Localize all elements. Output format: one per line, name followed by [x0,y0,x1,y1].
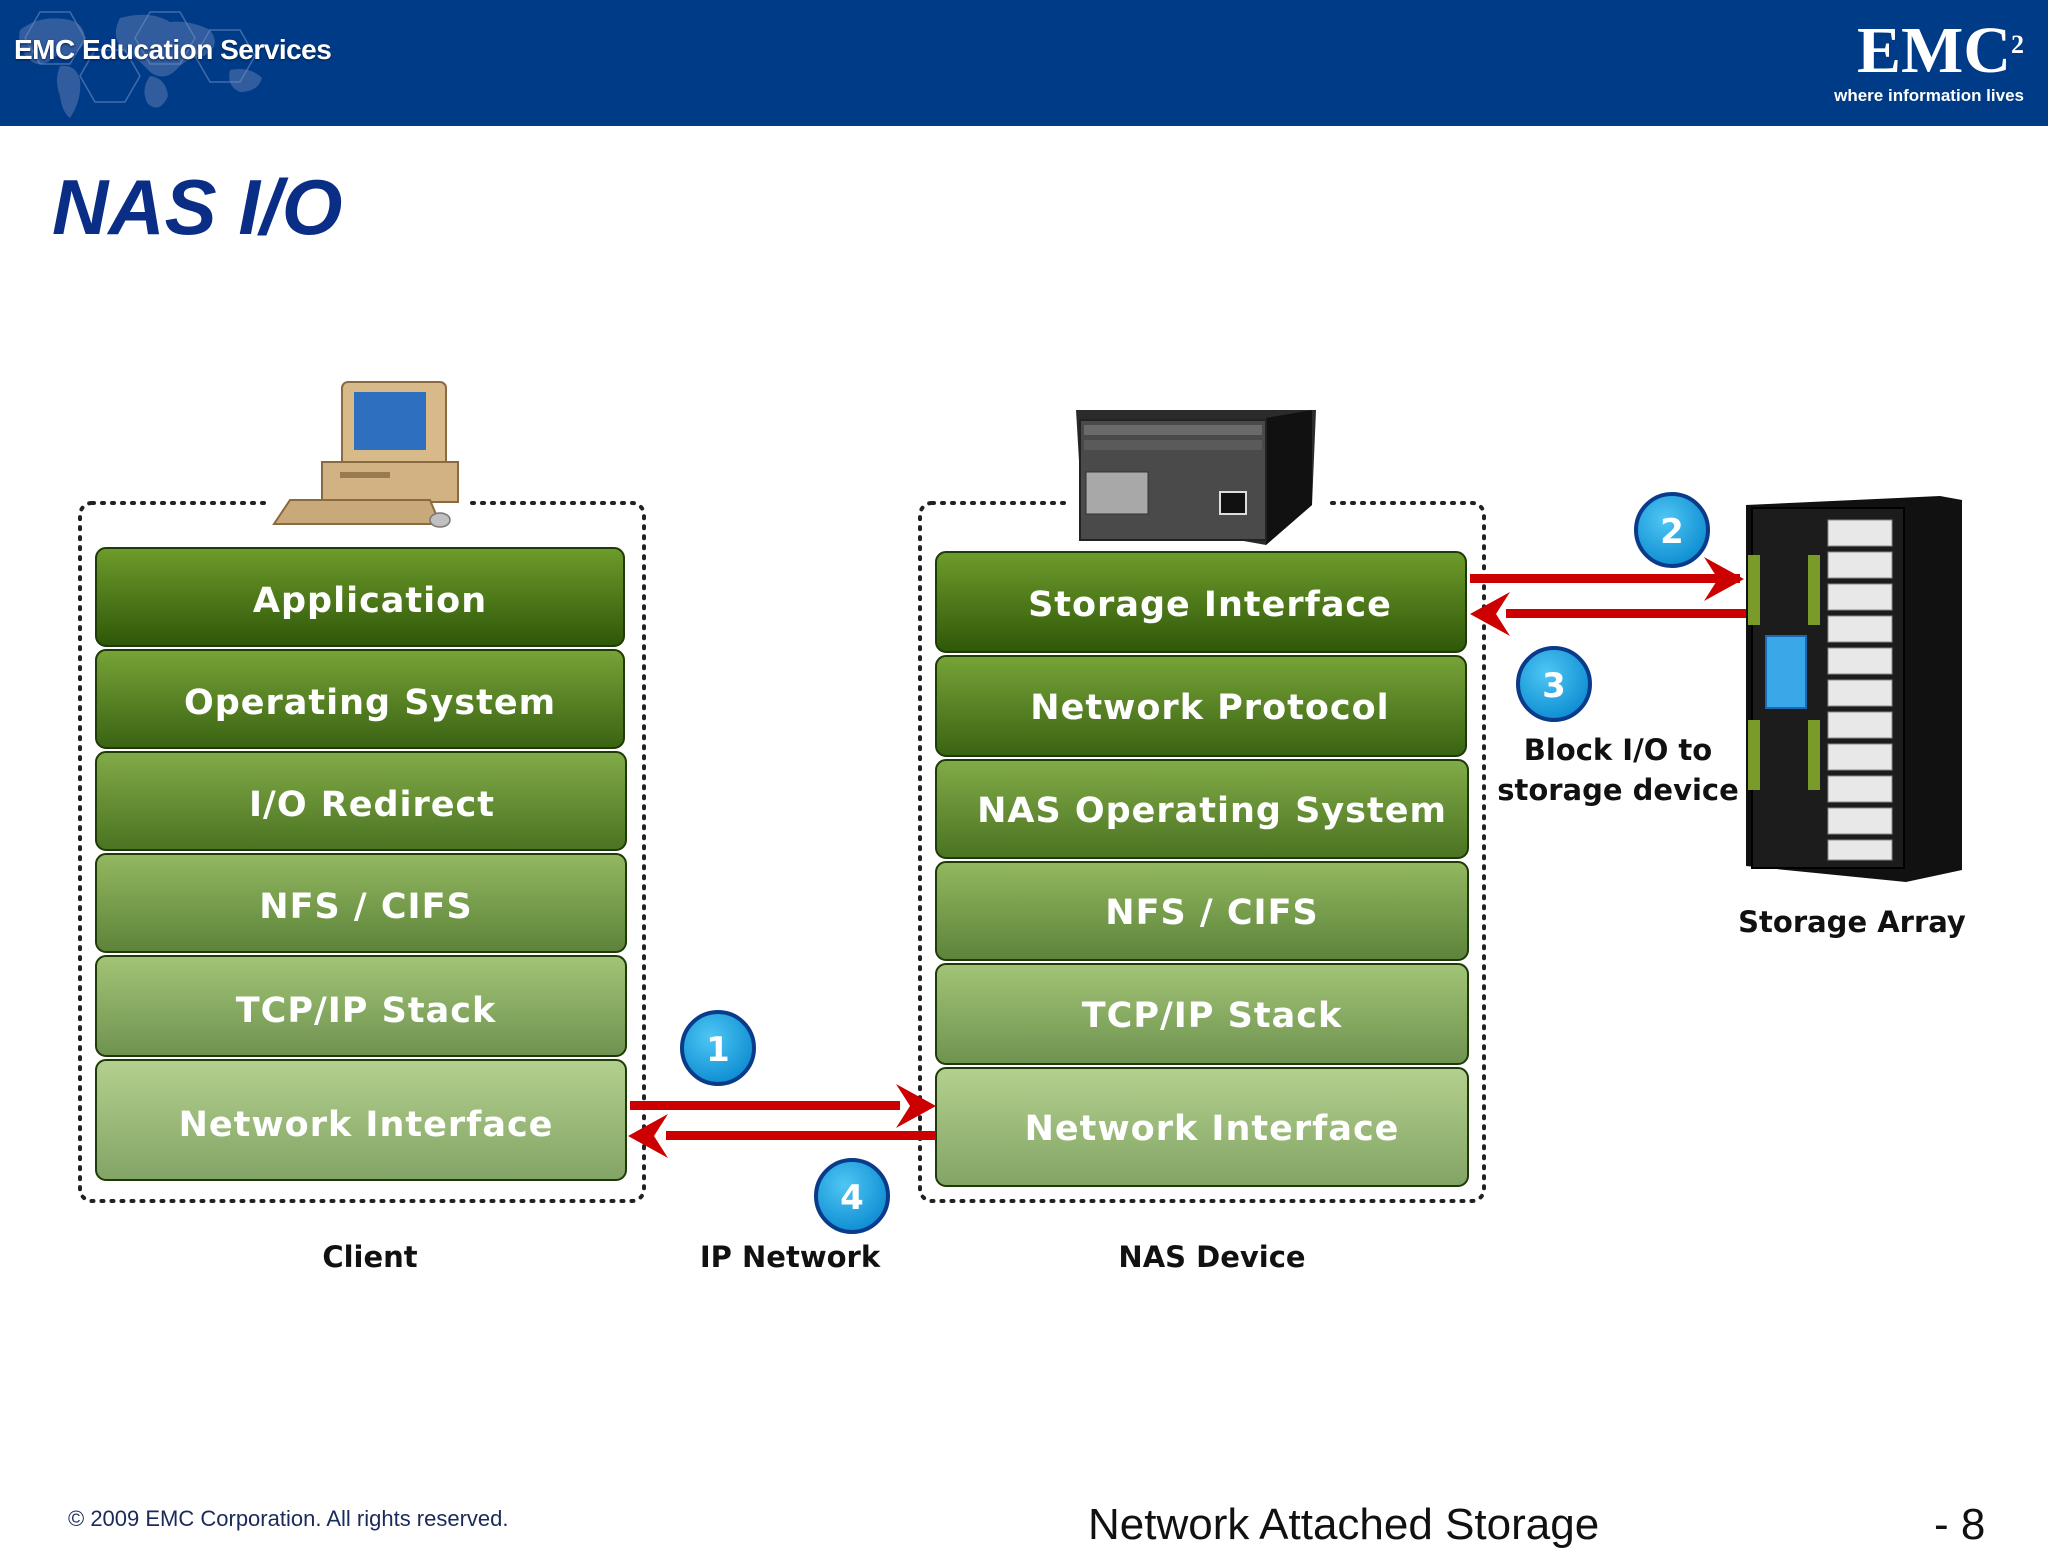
nas-layer-tcpip-stack [935,963,1469,1065]
nas-device-icon [1070,410,1330,545]
nas-layer-nfs-cifs [935,861,1469,961]
nas-device-caption: NAS Device [1118,1240,1305,1274]
nas-layer-storage-interface [935,551,1467,653]
block-io-label-line-2: storage device [1497,773,1739,807]
world-map-icon [19,11,262,118]
step-number: 2 [1660,512,1684,552]
client-layer-application [95,547,625,647]
block-io-arrows [1470,557,1746,636]
footer-copyright: © 2009 EMC Corporation. All rights reser… [68,1506,509,1531]
nas-layer-nas-operating-system [935,759,1469,859]
emc-logo: EMC2 where information lives [1794,18,2024,106]
header-bar: EMC Education Services EMC2 where inform… [0,0,2048,126]
client-layer-label: TCP/IP Stack [236,991,496,1031]
footer-page-number: - 8 [1934,1500,1986,1549]
step-badge-3: 3 [1516,646,1592,722]
step-badge-2: 2 [1634,492,1710,568]
footer-course-title: Network Attached Storage [1088,1500,1600,1549]
client-layer-label: Operating System [184,683,556,723]
storage-array-icon [1746,496,1962,882]
nas-io-diagram: Application Operating System I/O Redirec… [78,381,1966,1274]
brand-name: EMC Education Services [14,34,332,65]
nas-layer-label: NFS / CIFS [1105,893,1318,933]
step-number: 3 [1542,666,1566,706]
nas-layer-label: Storage Interface [1028,585,1392,625]
nas-layer-label: TCP/IP Stack [1082,996,1342,1036]
page-title: NAS I/O [52,163,343,251]
client-layer-io-redirect [95,751,627,851]
logo-superscript: 2 [2011,30,2024,59]
client-layer-network-interface [95,1059,627,1181]
client-caption: Client [322,1240,417,1274]
client-computer-icon [266,381,466,528]
logo-tagline: where information lives [1834,86,2024,105]
block-io-label-line-1: Block I/O to [1524,733,1712,767]
logo-mark: EMC [1857,14,2011,87]
step-badge-4: 4 [814,1158,890,1234]
step-badge-1: 1 [680,1010,756,1086]
client-layer-tcpip-stack [95,955,627,1057]
nas-layer-label: Network Interface [1025,1109,1400,1149]
nas-layer-network-interface [935,1067,1469,1187]
nas-layer-network-protocol [935,655,1467,757]
client-layer-label: I/O Redirect [249,785,495,825]
client-layer-label: Application [253,581,487,621]
step-number: 4 [840,1178,864,1218]
client-stack: Application Operating System I/O Redirec… [95,547,627,1181]
step-number: 1 [706,1030,730,1070]
nas-layer-label: NAS Operating System [977,791,1447,831]
nas-layer-label: Network Protocol [1030,688,1389,728]
storage-array-caption: Storage Array [1738,905,1966,939]
client-layer-label: NFS / CIFS [259,887,472,927]
nas-stack: Storage Interface Network Protocol NAS O… [935,551,1469,1187]
client-layer-nfs-cifs [95,853,627,953]
ip-network-arrows [628,1084,936,1158]
client-layer-label: Network Interface [179,1105,554,1145]
ip-network-caption: IP Network [700,1240,881,1274]
client-layer-operating-system [95,649,625,749]
